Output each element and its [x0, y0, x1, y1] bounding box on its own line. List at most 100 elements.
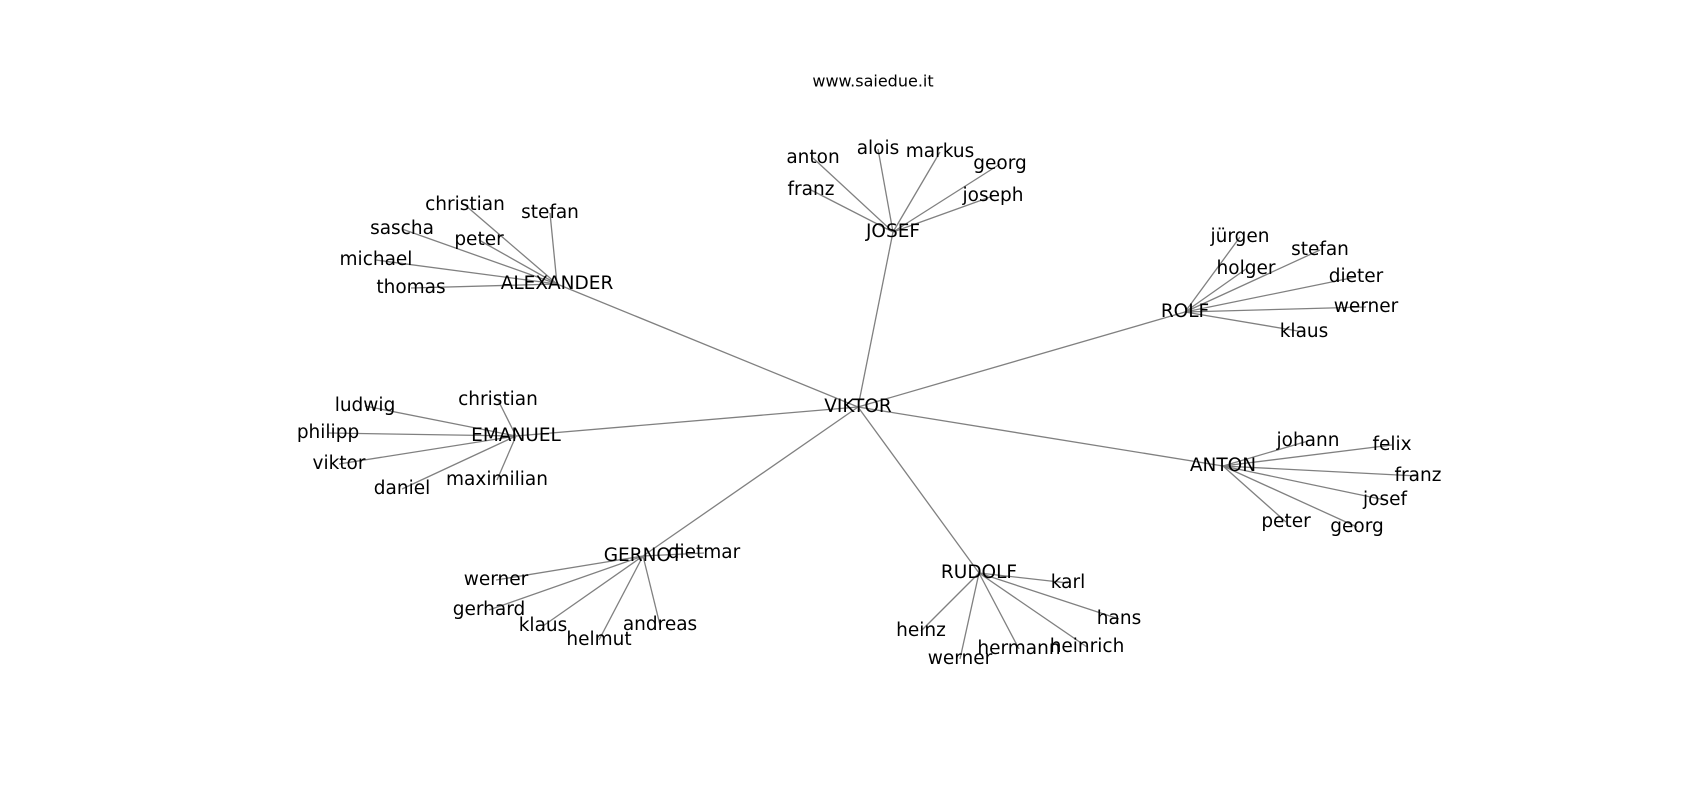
- edge-rolf-jurgen: [1184, 236, 1241, 313]
- edge-rudolf-werner: [959, 572, 980, 660]
- node-leaf-rudolf-heinz: heinz: [896, 620, 946, 641]
- edge-alexander-michael: [375, 259, 558, 285]
- edge-anton-peter: [1222, 465, 1287, 523]
- node-leaf-rolf-dieter: dieter: [1329, 266, 1384, 287]
- node-leaf-anton-felix: felix: [1372, 434, 1411, 455]
- edge-gernot-werner: [495, 555, 644, 581]
- edge-rolf-werner: [1184, 306, 1367, 313]
- node-leaf-anton-johann: johann: [1276, 430, 1340, 451]
- node-leaf-josef-alois: alois: [857, 138, 900, 159]
- edge-root-anton: [857, 406, 1224, 467]
- node-leaf-rudolf-werner: werner: [928, 648, 993, 669]
- edge-root-rudolf: [857, 406, 980, 574]
- edge-emanuel-maximilian: [496, 435, 517, 481]
- node-leaf-emanuel-philipp: philipp: [297, 422, 359, 443]
- node-leaf-rolf-klaus: klaus: [1280, 321, 1329, 342]
- node-group-alexander: ALEXANDER: [501, 273, 614, 294]
- edge-rolf-klaus: [1184, 311, 1305, 333]
- edge-josef-joseph: [892, 195, 994, 233]
- node-group-anton: ANTON: [1190, 455, 1256, 476]
- node-leaf-rolf-holger: holger: [1217, 258, 1276, 279]
- node-group-emanuel: EMANUEL: [471, 425, 561, 446]
- edge-emanuel-christian: [497, 399, 517, 437]
- edge-josef-anton: [812, 157, 894, 233]
- node-group-gernot: GERNOT: [604, 545, 683, 566]
- node-leaf-josef-markus: markus: [906, 141, 974, 162]
- edge-alexander-sascha: [401, 228, 558, 285]
- node-leaf-anton-georg: georg: [1330, 516, 1383, 537]
- edge-root-rolf: [857, 311, 1186, 408]
- edge-gernot-klaus: [542, 555, 644, 627]
- edge-anton-georg: [1222, 465, 1358, 528]
- node-leaf-josef-georg: georg: [973, 153, 1026, 174]
- edge-rudolf-heinz: [920, 572, 980, 632]
- node-leaf-rolf-jurgen: jürgen: [1210, 226, 1270, 247]
- node-leaf-anton-peter: peter: [1261, 511, 1311, 532]
- edge-josef-markus: [892, 151, 941, 233]
- node-leaf-josef-anton: anton: [786, 147, 839, 168]
- node-leaf-gernot-helmut: helmut: [566, 629, 631, 650]
- edge-anton-felix: [1222, 444, 1393, 467]
- edge-anton-franz: [1222, 465, 1419, 477]
- edge-josef-franz: [810, 189, 894, 233]
- edges-layer: [327, 148, 1419, 660]
- edge-rolf-stefan: [1184, 249, 1321, 313]
- edge-josef-georg: [892, 163, 1001, 233]
- node-leaf-gernot-gerhard: gerhard: [453, 599, 526, 620]
- node-leaf-rudolf-karl: karl: [1051, 572, 1085, 593]
- edge-emanuel-daniel: [401, 435, 517, 490]
- node-group-rolf: ROLF: [1161, 301, 1209, 322]
- edge-anton-josef: [1222, 465, 1386, 501]
- node-leaf-alexander-peter: peter: [454, 229, 504, 250]
- edge-rudolf-hans: [978, 572, 1120, 620]
- node-leaf-rolf-werner: werner: [1334, 296, 1399, 317]
- node-leaf-alexander-michael: michael: [340, 249, 413, 270]
- node-leaf-gernot-werner: werner: [464, 569, 529, 590]
- node-leaf-rudolf-hermann: hermann: [977, 638, 1060, 659]
- edge-root-emanuel: [515, 406, 859, 437]
- edge-alexander-peter: [478, 239, 558, 285]
- edge-alexander-christian: [464, 204, 558, 285]
- edge-gernot-dietmar: [642, 552, 705, 557]
- node-leaf-josef-franz: franz: [788, 179, 835, 200]
- edge-gernot-gerhard: [488, 555, 644, 611]
- edge-emanuel-ludwig: [364, 405, 517, 437]
- node-leaf-emanuel-christian: christian: [458, 389, 538, 410]
- edge-alexander-thomas: [410, 283, 558, 289]
- edge-emanuel-philipp: [327, 432, 517, 437]
- node-leaf-anton-franz: franz: [1395, 465, 1442, 486]
- node-leaf-emanuel-maximilian: maximilian: [446, 469, 548, 490]
- node-leaf-emanuel-ludwig: ludwig: [335, 395, 396, 416]
- node-leaf-rudolf-heinrich: heinrich: [1050, 636, 1125, 657]
- edge-rudolf-heinrich: [978, 572, 1088, 648]
- node-leaf-rudolf-hans: hans: [1097, 608, 1141, 629]
- edge-gernot-andreas: [642, 555, 661, 626]
- labels-layer: VIKTOR ALEXANDER christian stefan sascha pete…: [297, 138, 1442, 669]
- node-leaf-anton-josef: josef: [1362, 489, 1407, 510]
- edge-emanuel-viktor: [338, 435, 517, 465]
- node-leaf-alexander-stefan: stefan: [521, 202, 579, 223]
- edge-rolf-dieter: [1184, 276, 1357, 313]
- edge-rolf-holger: [1184, 268, 1247, 313]
- node-group-rudolf: RUDOLF: [941, 562, 1017, 583]
- edge-rudolf-hermann: [978, 572, 1020, 650]
- node-leaf-rolf-stefan: stefan: [1291, 239, 1349, 260]
- edge-josef-alois: [877, 148, 894, 233]
- node-leaf-gernot-klaus: klaus: [519, 615, 568, 636]
- node-leaf-gernot-dietmar: dietmar: [668, 542, 741, 563]
- edge-anton-johann: [1222, 440, 1309, 467]
- node-leaf-alexander-sascha: sascha: [370, 218, 434, 239]
- node-root-viktor: VIKTOR: [824, 396, 892, 417]
- edge-alexander-stefan: [549, 212, 558, 285]
- edge-gernot-helmut: [598, 555, 644, 641]
- edge-root-josef: [857, 231, 894, 408]
- node-leaf-emanuel-daniel: daniel: [374, 478, 430, 499]
- node-group-josef: JOSEF: [865, 221, 920, 242]
- node-leaf-josef-joseph: joseph: [962, 185, 1024, 206]
- edge-root-gernot: [642, 406, 859, 557]
- node-leaf-emanuel-viktor: viktor: [313, 453, 366, 474]
- node-leaf-gernot-andreas: andreas: [623, 614, 697, 635]
- edge-root-alexander: [556, 283, 859, 408]
- watermark-text: www.saiedue.it: [812, 72, 933, 91]
